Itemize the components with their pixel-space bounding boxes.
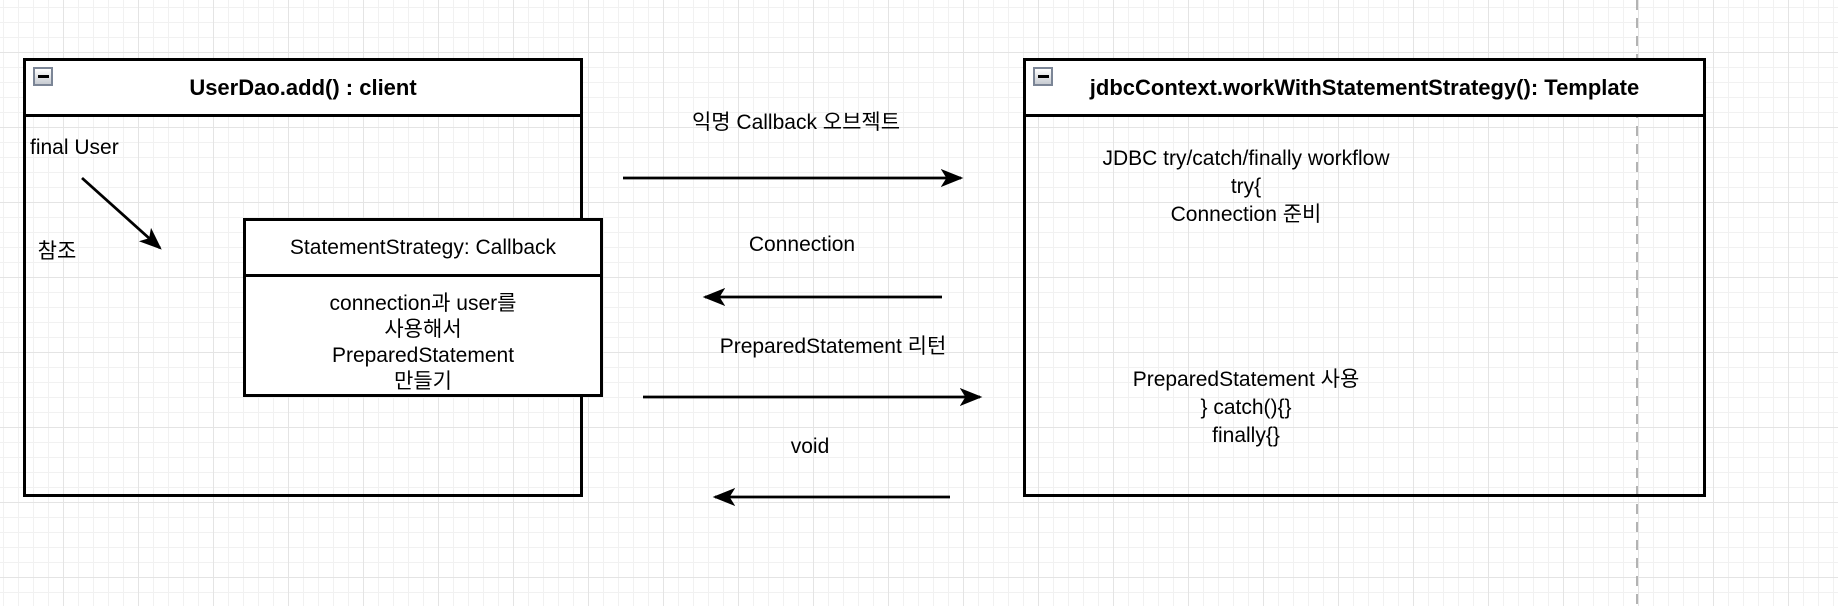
statement-strategy-titlebar: StatementStrategy: Callback [246,221,600,277]
jdbc-context-titlebar: jdbcContext.workWithStatementStrategy():… [1026,61,1703,117]
collapse-minus-icon[interactable] [33,67,53,86]
jdbc-workflow-block-bottom: PreparedStatement 사용 } catch(){} finally… [1046,366,1446,450]
workflow-line: finally{} [1212,424,1280,447]
statement-strategy-box[interactable]: StatementStrategy: Callback connection과 … [243,218,603,397]
workflow-line: } catch(){} [1200,396,1292,419]
jdbc-context-template-box[interactable]: jdbcContext.workWithStatementStrategy():… [1023,58,1706,497]
workflow-line: PreparedStatement 사용 [1132,368,1360,391]
jdbc-workflow-block-top: JDBC try/catch/finally workflow try{ Con… [1046,145,1446,229]
minus-icon [37,75,49,78]
inner-box-line: connection과 user를 [329,292,517,315]
void-label: void [790,435,830,458]
workflow-line: try{ [1230,175,1262,198]
anonymous-callback-label: 익명 Callback 오브젝트 [691,111,901,134]
connection-label: Connection [748,233,856,256]
inner-box-line: 사용해서 [384,318,462,341]
userdao-client-box[interactable]: UserDao.add() : client [23,58,583,497]
reference-arrow[interactable] [81,176,160,248]
workflow-line: Connection 준비 [1170,203,1322,226]
reference-label: 참조 [37,240,77,263]
minus-icon [1037,75,1049,78]
prepared-statement-return-label: PreparedStatement 리턴 [719,335,947,358]
workflow-line: JDBC try/catch/finally workflow [1102,147,1390,170]
right-box-title: jdbcContext.workWithStatementStrategy():… [1089,74,1640,100]
inner-box-line: 만들기 [394,370,452,393]
final-user-label: final User [30,136,119,159]
userdao-client-titlebar: UserDao.add() : client [26,61,580,117]
statement-strategy-body: connection과 user를 사용해서 PreparedStatement… [246,277,600,395]
inner-box-title: StatementStrategy: Callback [289,235,557,259]
left-box-title: UserDao.add() : client [189,74,417,100]
collapse-minus-icon[interactable] [1033,67,1053,86]
inner-box-line: PreparedStatement [331,344,515,367]
